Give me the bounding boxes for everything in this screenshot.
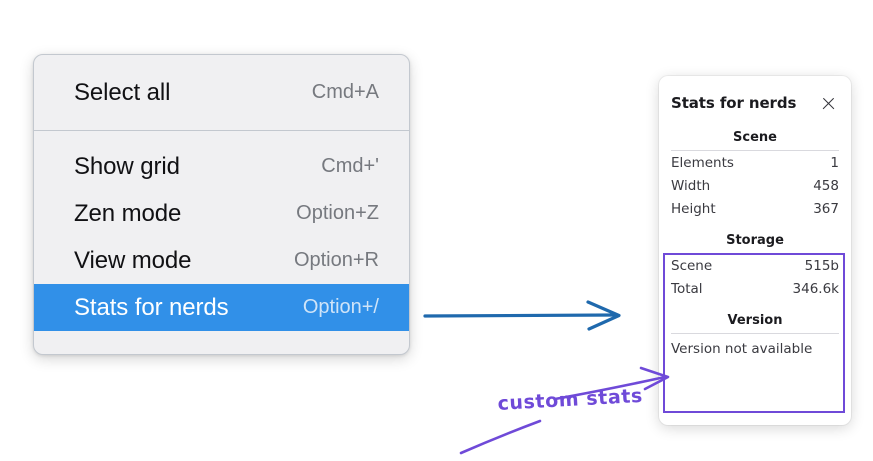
menu-group-view: Show grid Cmd+' Zen mode Option+Z View m…: [34, 131, 409, 353]
version-value: Version not available: [671, 340, 813, 357]
stat-key: Height: [671, 200, 716, 217]
section-heading-storage: Storage: [726, 233, 784, 248]
stat-value: 515b: [804, 257, 839, 274]
purple-underline-annotation: [459, 419, 542, 455]
stats-for-nerds-panel: Stats for nerds Scene Elements 1 Width 4…: [659, 76, 851, 425]
stat-value: 346.6k: [792, 280, 839, 297]
panel-title: Stats for nerds: [671, 94, 797, 112]
menu-item-zen-mode[interactable]: Zen mode Option+Z: [34, 190, 409, 237]
menu-item-shortcut: Cmd+A: [311, 81, 379, 103]
menu-item-view-mode[interactable]: View mode Option+R: [34, 237, 409, 284]
section-version: Version Version not available: [671, 300, 839, 360]
panel-header: Stats for nerds: [671, 76, 839, 122]
menu-item-label: Zen mode: [74, 199, 182, 227]
stat-key: Width: [671, 177, 711, 194]
menu-item-label: View mode: [74, 246, 192, 274]
stat-value: 458: [813, 177, 839, 194]
section-divider: [671, 150, 839, 151]
menu-group-selection: Select all Cmd+A: [34, 55, 409, 130]
section-divider: [671, 333, 839, 334]
section-heading-scene: Scene: [733, 130, 777, 145]
close-icon[interactable]: [820, 95, 837, 112]
menu-separator: [34, 130, 409, 131]
stat-value: 367: [813, 200, 839, 217]
menu-item-label: Select all: [74, 78, 171, 106]
stat-row-scene-storage: Scene 515b: [671, 254, 839, 277]
section-heading-version: Version: [727, 313, 783, 328]
stat-key: Total: [671, 280, 703, 297]
stat-row-total-storage: Total 346.6k: [671, 277, 839, 300]
menu-item-label: Stats for nerds: [74, 293, 229, 321]
menu-item-show-grid[interactable]: Show grid Cmd+': [34, 143, 409, 190]
stat-row-width: Width 458: [671, 174, 839, 197]
section-scene: Scene Elements 1 Width 458 Height 367: [671, 122, 839, 220]
custom-stats-annotation-label: custom stats: [497, 384, 644, 415]
stat-row-height: Height 367: [671, 197, 839, 220]
menu-item-shortcut: Cmd+': [321, 155, 379, 177]
menu-item-stats-for-nerds[interactable]: Stats for nerds Option+/: [34, 284, 409, 331]
menu-item-shortcut: Option+R: [293, 249, 379, 271]
menu-bottom-padding: [34, 331, 409, 353]
menu-item-label: Show grid: [74, 152, 180, 180]
stat-row-elements: Elements 1: [671, 151, 839, 174]
context-menu[interactable]: Select all Cmd+A Show grid Cmd+' Zen mod…: [33, 54, 410, 355]
blue-arrow-annotation: [423, 300, 621, 331]
stat-key: Elements: [671, 154, 734, 171]
menu-item-select-all[interactable]: Select all Cmd+A: [34, 69, 409, 116]
stat-value: 1: [830, 154, 839, 171]
stat-key: Scene: [671, 257, 713, 274]
menu-item-shortcut: Option+/: [302, 296, 379, 318]
menu-item-shortcut: Option+Z: [296, 202, 379, 224]
section-storage: Storage Scene 515b Total 346.6k: [671, 220, 839, 300]
